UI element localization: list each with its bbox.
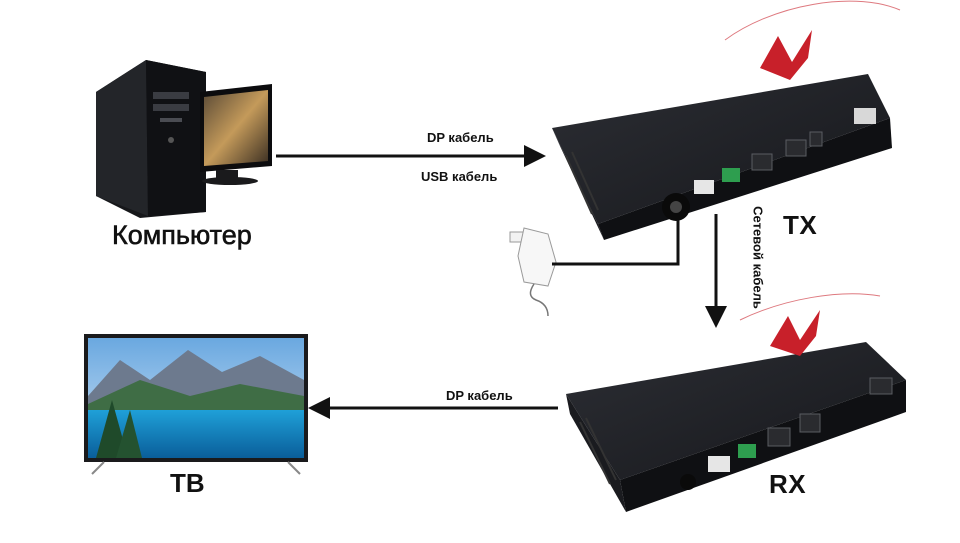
computer-label: Компьютер [112,220,252,251]
network-cable-label: Сетевой кабель [750,206,766,309]
rx-vent-slots [579,417,617,485]
tx-vent-slots [565,151,599,215]
arrow-computer-to-tx [276,145,546,167]
dp-cable-bottom-label: DP кабель [446,388,513,403]
power-adapter-icon [509,227,557,317]
computer-tower-icon [96,60,206,218]
tx-front-ports [694,108,876,194]
arrow-tx-to-rx [705,214,727,328]
arrow-rx-to-tv [308,397,558,419]
line-power-to-tx [552,220,680,266]
usb-cable-label: USB кабель [421,169,498,184]
rx-label: RX [769,469,807,499]
extender-tx-icon [552,0,901,240]
dp-cable-top-label: DP кабель [427,130,494,145]
tx-label: TX [783,210,818,240]
extender-rx-icon [566,293,906,512]
tv-label: ТВ [170,468,205,498]
rx-front-ports [680,377,893,490]
tv-icon [84,334,308,475]
monitor-icon [200,84,272,185]
